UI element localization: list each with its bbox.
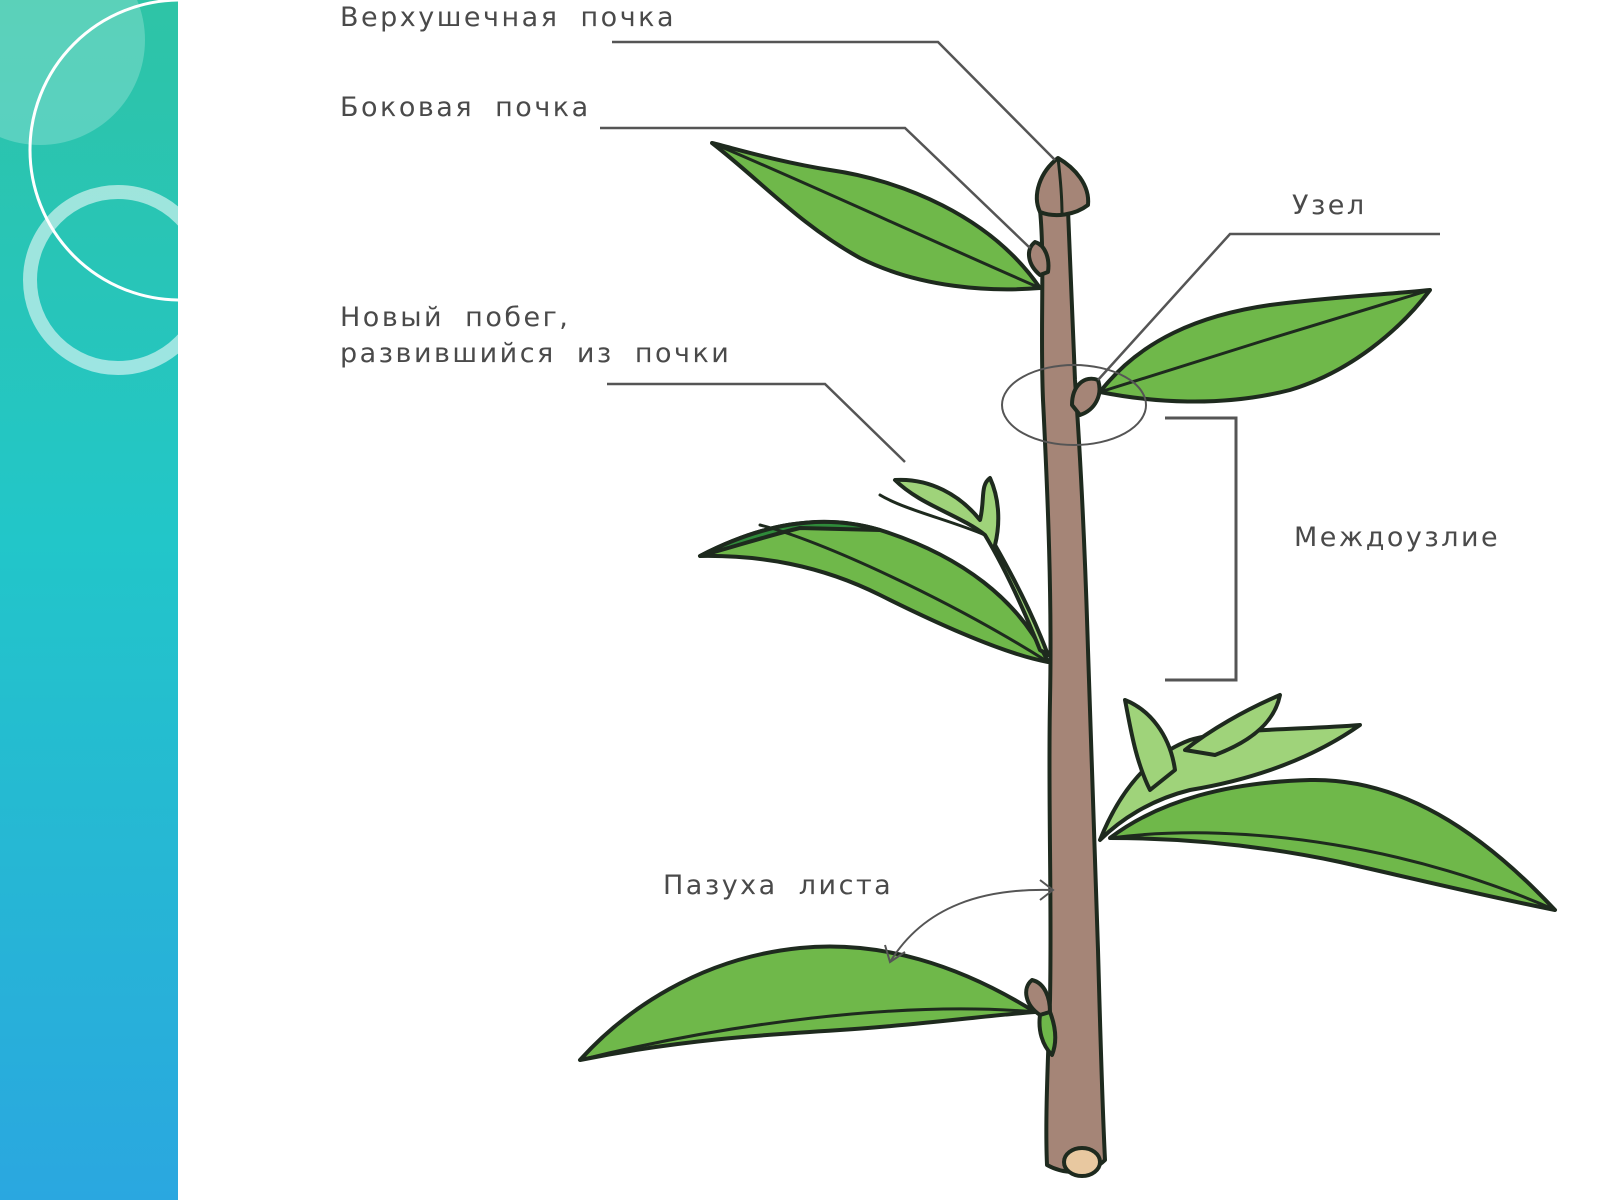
label-new-shoot-line2: развившийся из почки — [340, 338, 732, 369]
label-node: Узел — [1292, 190, 1367, 221]
label-apical-bud: Верхушечная почка — [340, 2, 676, 33]
lateral-bud-lower — [1024, 978, 1052, 1017]
internode-bracket — [1165, 416, 1238, 682]
node-circle — [1001, 364, 1147, 446]
apical-bud — [1034, 156, 1091, 218]
lateral-bud-upper — [1027, 240, 1051, 277]
decorative-ring-large — [28, 0, 178, 302]
leader-node — [1097, 232, 1440, 381]
leaf-right-node — [1098, 288, 1432, 404]
leader-lateral-bud — [600, 126, 1031, 249]
leaf-axil-arrow — [889, 888, 1054, 963]
stem-cut-end — [1062, 1146, 1102, 1178]
label-new-shoot: Новый побег, развившийся из почки — [340, 300, 731, 372]
node-bud — [1070, 376, 1102, 417]
new-shoot — [893, 476, 1050, 657]
label-internode: Междоузлие — [1294, 522, 1501, 553]
label-leaf-axil: Пазуха листа — [663, 870, 894, 901]
leader-apical-bud — [612, 40, 1056, 161]
label-lateral-bud: Боковая почка — [340, 92, 591, 123]
decorative-ring-small — [23, 185, 178, 375]
leader-new-shoot — [607, 382, 906, 463]
label-new-shoot-line1: Новый побег, — [340, 302, 571, 333]
decorative-sidebar — [0, 0, 178, 1200]
